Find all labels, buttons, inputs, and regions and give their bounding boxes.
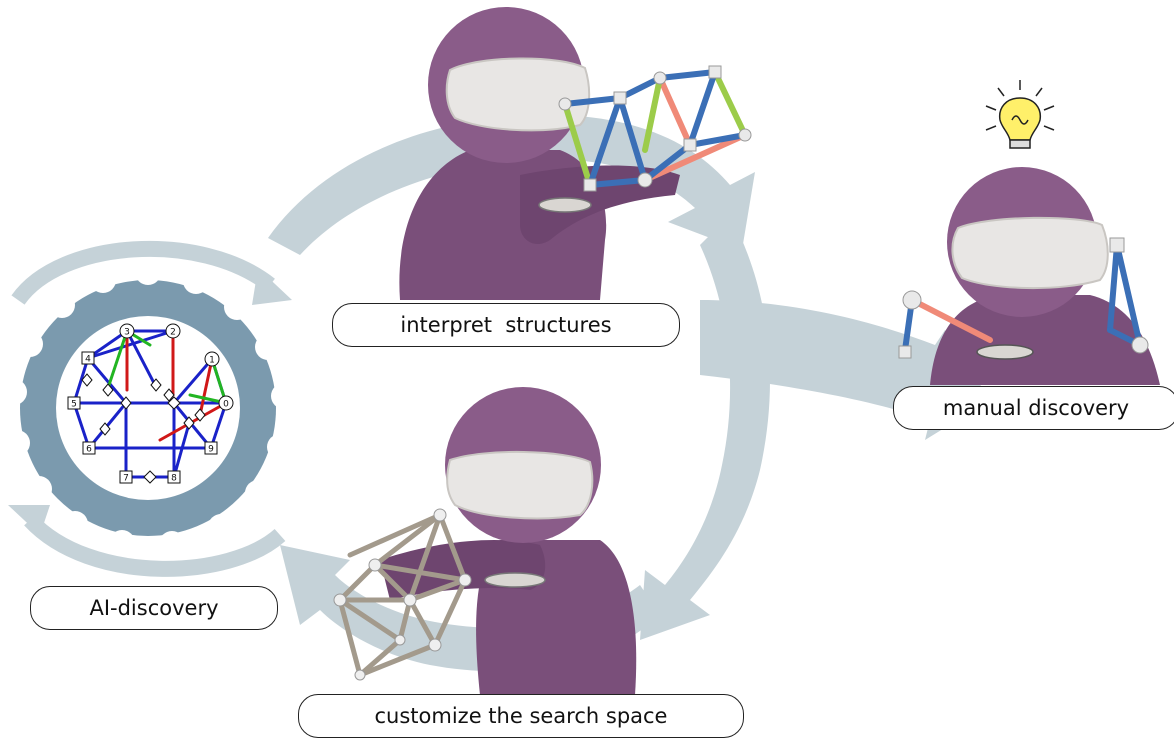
- label-manual-discovery: manual discovery: [893, 386, 1174, 430]
- ai-cycle-arrow-top: [11, 240, 275, 305]
- svg-text:2: 2: [170, 328, 176, 338]
- controller: [976, 344, 1034, 360]
- ai-cycle-arrows: [8, 240, 292, 577]
- svg-text:4: 4: [85, 355, 91, 365]
- svg-text:7: 7: [123, 474, 129, 484]
- controller: [538, 197, 592, 213]
- graph-node-4: 4: [81, 351, 95, 365]
- gear-notches: [1, 259, 297, 557]
- bulb-base: [1009, 139, 1031, 149]
- svg-text:9: 9: [208, 445, 214, 455]
- graph-node-0: 0: [218, 395, 234, 411]
- vr-headset-icon: [446, 450, 594, 520]
- cycle-arrow-right: [640, 215, 770, 640]
- controller: [484, 572, 546, 588]
- graph-edges-blue: [72, 329, 228, 479]
- search-space-structure: [333, 508, 472, 681]
- svg-text:3: 3: [124, 328, 130, 338]
- label-ai-discovery: AI-discovery: [30, 586, 278, 630]
- svg-text:5: 5: [71, 400, 77, 410]
- gear-icon: [1, 259, 297, 557]
- avatar-manual: [898, 80, 1160, 385]
- ai-cycle-arrow-bottom: [24, 514, 286, 577]
- graph-node-1: 1: [204, 351, 220, 367]
- avatar-interpret: [399, 7, 752, 300]
- ai-cycle-arrow-top-head: [252, 268, 292, 305]
- ai-cycle-arrow-bottom-head: [8, 505, 50, 535]
- graph-node-3: 3: [119, 323, 135, 339]
- graph-node-6: 6: [82, 441, 96, 455]
- avatar-torso: [930, 295, 1160, 385]
- label-customize-search-space: customize the search space: [298, 694, 744, 738]
- graph-node-8: 8: [167, 470, 181, 484]
- svg-text:0: 0: [223, 400, 229, 410]
- graph-diamonds: [81, 373, 206, 484]
- svg-text:1: 1: [209, 356, 215, 366]
- label-interpret-structures: interpret structures: [332, 303, 680, 347]
- vr-headset-icon: [951, 216, 1109, 289]
- graph-node-9: 9: [204, 441, 218, 455]
- graph-node-5: 5: [67, 396, 81, 410]
- setup-graph: 3 2 1 0 4 5 6 7 8 9: [67, 323, 234, 484]
- graph-node-7: 7: [119, 470, 133, 484]
- graph-circle-nodes: 3 2 1 0: [119, 323, 234, 411]
- vr-headset-icon: [445, 57, 591, 132]
- graph-node-2: 2: [165, 323, 181, 339]
- lightbulb-icon: [985, 80, 1055, 149]
- svg-text:6: 6: [86, 445, 92, 455]
- gear-center: [56, 316, 240, 500]
- svg-text:8: 8: [171, 474, 177, 484]
- manual-structure: [898, 237, 1149, 359]
- graph-square-nodes: 4 5 6 7 8 9: [67, 351, 218, 484]
- truss-structure: [558, 65, 752, 192]
- avatar-customize: [333, 387, 637, 695]
